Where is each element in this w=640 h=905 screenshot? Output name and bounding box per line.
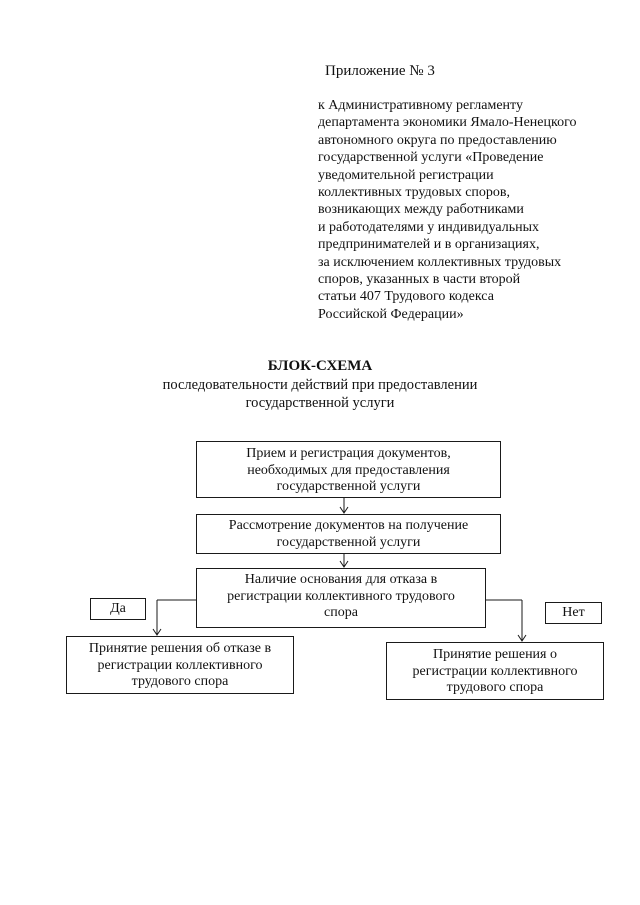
flowchart-heading: БЛОК-СХЕМА последовательности действий п… [0,357,640,412]
appendix-line: предпринимателей и в организациях, [318,237,540,253]
box-text: регистрации коллективного [412,663,578,679]
appendix-line: споров, указанных в части второй [318,272,521,288]
flowchart-subtitle-line: государственной услуги [245,395,395,411]
box-text: Прием и регистрация документов, [246,446,451,461]
box-text: государственной услуги [276,534,421,550]
appendix-line: департамента экономики Ямало-Ненецкого [318,115,577,131]
appendix-line: к Административному регламенту [318,98,523,113]
arrow-head [339,506,349,514]
yes-label: Да [90,598,146,620]
box-text: Рассмотрение документов на получение [228,518,469,533]
outcome-registration: Принятие решения о регистрации коллектив… [386,642,604,700]
flowchart-subtitle-line: последовательности действий при предоста… [162,377,478,393]
outcome-refusal: Принятие решения об отказе в регистрации… [66,636,294,694]
box-text: трудового спора [131,674,229,689]
decision-refusal-grounds: Наличие основания для отказа в регистрац… [196,568,486,628]
appendix-line: уведомительной регистрации [318,167,494,183]
step-review-documents: Рассмотрение документов на получение гос… [196,514,501,554]
box-text: регистрации коллективного [97,657,263,673]
arrow-head [339,560,349,568]
box-text: государственной услуги [276,479,421,494]
appendix-line: государственной услуги «Проведение [318,150,544,166]
appendix-caption: к Административному регламенту департаме… [318,97,577,323]
appendix-line: автономного округа по предоставлению [318,132,557,148]
appendix-line: за исключением коллективных трудовых [318,254,562,270]
arrow-head [517,634,527,642]
appendix-line: Российской Федерации» [318,306,464,322]
flowchart-title: БЛОК-СХЕМА [267,358,373,374]
appendix-line: и работодателями у индивидуальных [318,219,540,235]
appendix-line: коллективных трудовых споров, [318,185,511,201]
appendix-line: возникающих между работниками [318,202,524,218]
arrow-head [152,628,162,636]
appendix-line: статьи 407 Трудового кодекса [318,289,494,305]
box-text: Принятие решения о [433,647,557,662]
appendix-title: Приложение № 3 [325,63,435,79]
box-text: трудового спора [446,680,544,695]
box-text: Наличие основания для отказа в [244,572,438,587]
step-receive-documents: Прием и регистрация документов, необходи… [196,441,501,498]
box-text: Принятие решения об отказе в [88,641,272,656]
box-text: спора [324,605,358,620]
no-label: Нет [545,602,602,624]
box-text: необходимых для предоставления [247,462,450,478]
box-text: регистрации коллективного трудового [227,588,455,604]
